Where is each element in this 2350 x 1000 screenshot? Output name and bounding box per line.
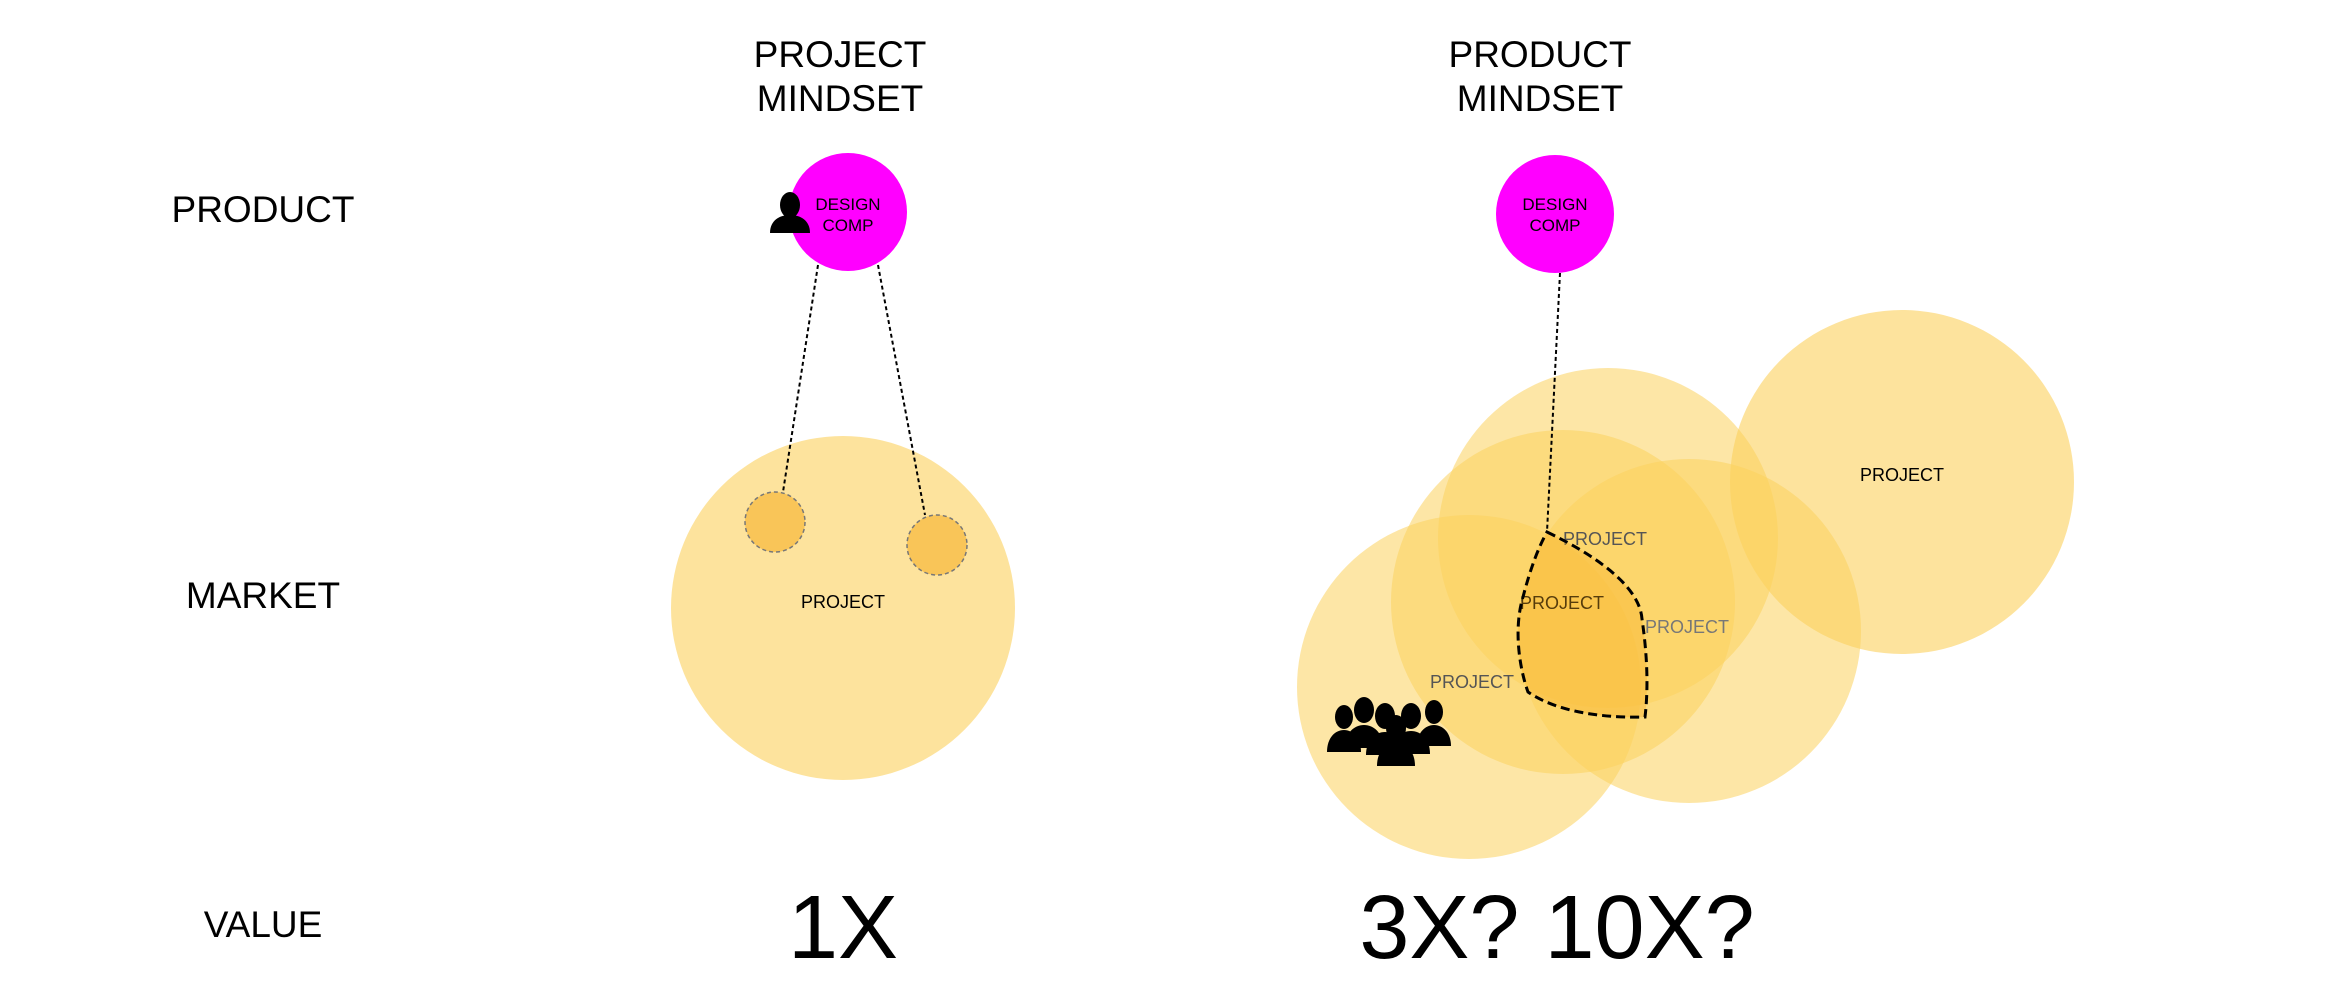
link-line-product bbox=[1546, 272, 1561, 533]
row-label-market: MARKET bbox=[185, 575, 341, 616]
product-mindset-heading: PRODUCT MINDSET bbox=[1390, 33, 1690, 120]
product-mindset-line1: PRODUCT bbox=[1448, 34, 1632, 75]
project-label-lower-left: PROJECT bbox=[1430, 672, 1514, 692]
project-mindset-heading: PROJECT MINDSET bbox=[690, 33, 990, 120]
overlap-outline bbox=[1516, 530, 1649, 719]
project-label-right: PROJECT bbox=[1645, 617, 1729, 637]
value-1x: 1X bbox=[787, 878, 899, 978]
small-project-circle-right bbox=[906, 514, 968, 576]
project-mindset-line2: MINDSET bbox=[756, 77, 924, 119]
link-line-left bbox=[782, 264, 819, 493]
value-3x-10x: 3X? 10X? bbox=[1359, 878, 1755, 978]
product-mindset-line2: MINDSET bbox=[1456, 77, 1624, 119]
group-icon bbox=[1327, 697, 1451, 766]
design-comp-circle-right bbox=[1496, 155, 1614, 273]
small-project-circle-left bbox=[744, 491, 806, 553]
row-label-product: PRODUCT bbox=[171, 189, 355, 230]
project-mindset-line1: PROJECT bbox=[753, 34, 927, 75]
design-comp-right-line2: COMP bbox=[1530, 216, 1581, 235]
project-label-far-right: PROJECT bbox=[1860, 465, 1944, 485]
person-icon bbox=[770, 192, 810, 233]
project-label-center: PROJECT bbox=[1520, 593, 1604, 613]
design-comp-right-line1: DESIGN bbox=[1522, 195, 1587, 214]
design-comp-left-line1: DESIGN bbox=[815, 195, 880, 214]
project-label-left: PROJECT bbox=[801, 592, 885, 612]
project-label-upper: PROJECT bbox=[1563, 529, 1647, 549]
link-line-right bbox=[877, 264, 926, 516]
design-comp-left-line2: COMP bbox=[823, 216, 874, 235]
row-label-value: VALUE bbox=[203, 904, 323, 945]
project-circle-lower-left bbox=[1297, 515, 1641, 859]
design-comp-circle-left bbox=[789, 153, 907, 271]
